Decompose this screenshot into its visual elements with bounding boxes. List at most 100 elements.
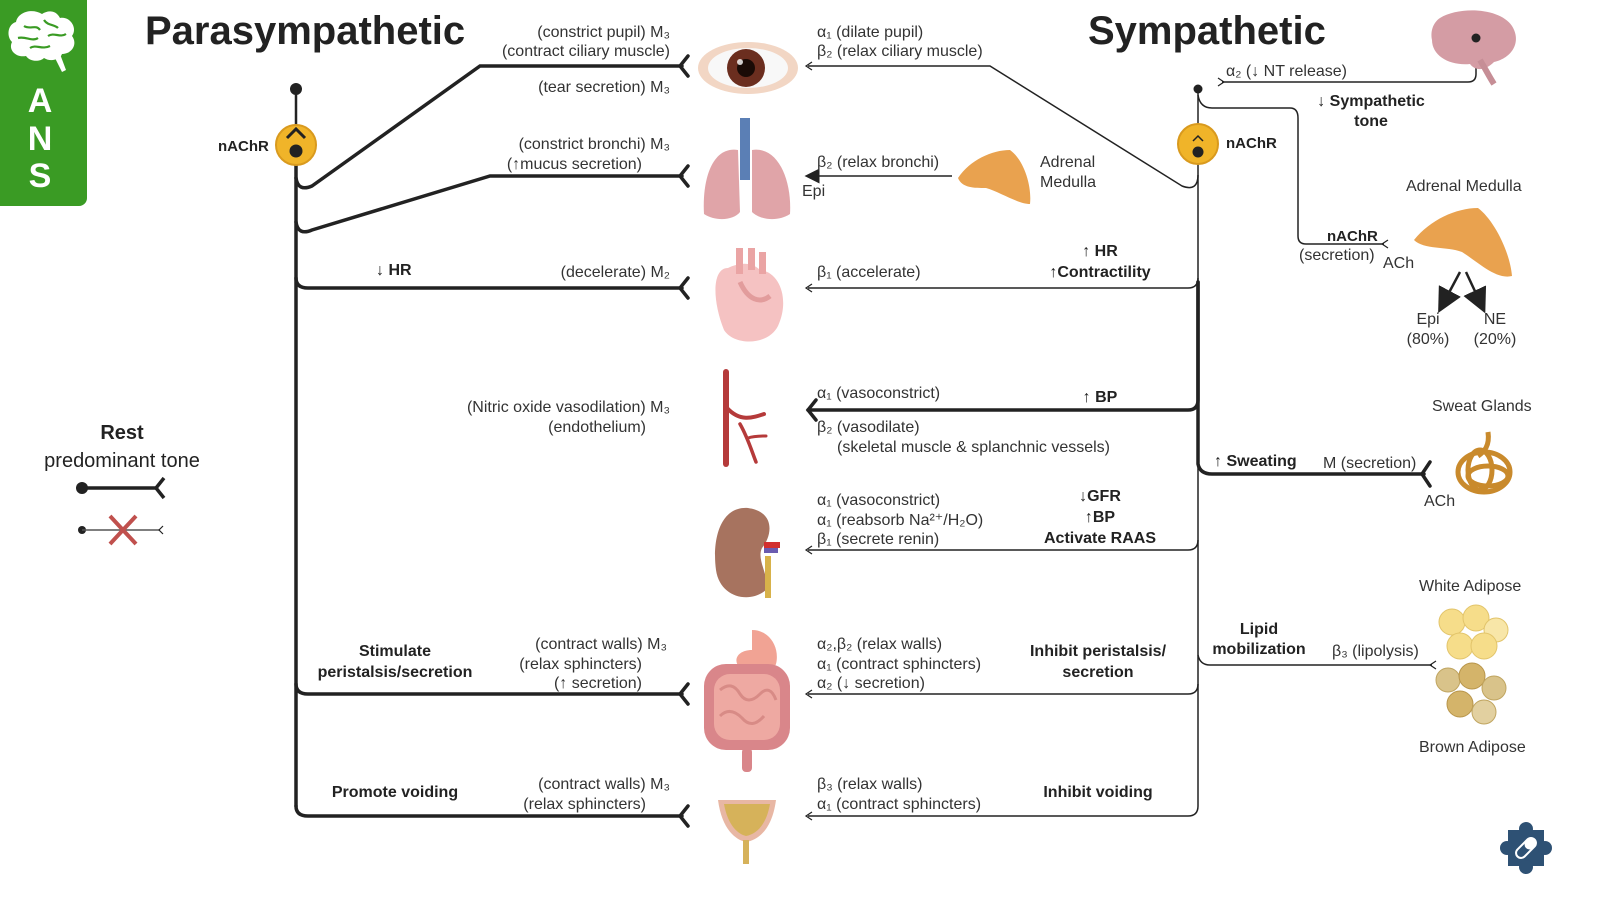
non-predominant-line bbox=[78, 514, 164, 546]
epi-release-arrow bbox=[1438, 271, 1462, 314]
adipose-receptor: β₃ (lipolysis) bbox=[1332, 643, 1419, 660]
brown-adipose-title: Brown Adipose bbox=[1419, 739, 1526, 756]
sweat-receptor: M (secretion) bbox=[1323, 455, 1417, 472]
adrenal-label-2: Medulla bbox=[1040, 174, 1097, 191]
adipose-illustration bbox=[1435, 604, 1509, 725]
gi-tract-illustration bbox=[704, 630, 790, 772]
gi-para-effect-1: Stimulate bbox=[358, 643, 431, 660]
adipose-effect-1: Lipid bbox=[1239, 621, 1279, 638]
eye-symp-receptor-1: α₁ (dilate pupil) bbox=[817, 24, 924, 41]
heart-illustration bbox=[715, 248, 784, 342]
eye-symp-receptor-2: β₂ (relax ciliary muscle) bbox=[817, 43, 983, 60]
eye-illustration bbox=[698, 42, 798, 94]
bladder-symp-effect: Inhibit voiding bbox=[1043, 784, 1153, 801]
blood-vessel-illustration bbox=[723, 369, 768, 467]
lungs-para-receptor-2: (↑mucus secretion) bbox=[506, 156, 642, 173]
ne-release-arrow bbox=[1463, 271, 1487, 314]
brain-icon bbox=[8, 11, 75, 72]
kidney-symp-receptor-2: α₁ (reabsorb Na²⁺/H₂O) bbox=[817, 512, 984, 529]
adrenal-epi-pct: (80%) bbox=[1406, 331, 1450, 348]
brain-effect-1: ↓ Sympathetic bbox=[1317, 93, 1425, 110]
nachr-receptor-icon bbox=[1177, 123, 1219, 165]
adrenal-ne-pct: (20%) bbox=[1473, 331, 1517, 348]
lungs-para-receptor-1: (constrict bronchi) M₃ bbox=[518, 136, 670, 153]
sweat-gland-illustration bbox=[1455, 431, 1513, 495]
para-nachr-label: nAChR bbox=[218, 138, 269, 155]
parasympathetic-pathway bbox=[294, 64, 684, 818]
kidney-symp-effect-1: ↓GFR bbox=[1079, 488, 1121, 505]
sympathetic-pathway bbox=[808, 38, 1477, 817]
bladder-para-effect: Promote voiding bbox=[331, 784, 459, 801]
heart-para-effect: ↓ HR bbox=[376, 262, 412, 279]
symp-ganglion bbox=[1177, 84, 1219, 165]
ans-badge: A N S bbox=[0, 0, 87, 206]
sweat-glands-title: Sweat Glands bbox=[1432, 398, 1532, 415]
brain-illustration bbox=[1431, 10, 1516, 86]
heart-symp-receptor: β₁ (accelerate) bbox=[817, 264, 921, 281]
eye-para-receptor-2: (contract ciliary muscle) bbox=[501, 43, 670, 60]
bladder-illustration bbox=[718, 800, 776, 864]
symp-nachr-label: nAChR bbox=[1226, 135, 1277, 152]
adrenal-secretion-label: (secretion) bbox=[1299, 247, 1375, 264]
puzzle-pill-icon bbox=[1500, 822, 1552, 874]
gi-para-receptor-3: (↑ secretion) bbox=[553, 675, 642, 692]
adrenal-medulla-title: Adrenal Medulla bbox=[1406, 178, 1522, 195]
para-receptor-ends bbox=[677, 54, 690, 828]
badge-letter-a: A bbox=[27, 82, 53, 120]
eye-para-receptor-3: (tear secretion) M₃ bbox=[538, 79, 670, 96]
sympathetic-title: Sympathetic bbox=[1088, 9, 1326, 53]
badge-letter-n: N bbox=[27, 120, 53, 158]
badge-letter-s: S bbox=[28, 157, 52, 195]
cross-icon bbox=[108, 514, 138, 546]
bladder-para-receptor-2: (relax sphincters) bbox=[523, 796, 646, 813]
kidney-illustration bbox=[715, 507, 780, 598]
bladder-symp-receptor-2: α₁ (contract sphincters) bbox=[817, 796, 982, 813]
adrenal-epi-label: Epi bbox=[1416, 311, 1440, 328]
brain-effect-2: tone bbox=[1354, 113, 1388, 130]
gi-symp-receptor-3: α₂ (↓ secretion) bbox=[817, 675, 925, 692]
gi-para-effect-2: peristalsis/secretion bbox=[317, 664, 473, 681]
symp-receptor-ends bbox=[804, 61, 1437, 821]
gi-symp-effect-2: secretion bbox=[1062, 664, 1134, 681]
heart-symp-effect-2: ↑Contractility bbox=[1049, 264, 1151, 281]
adrenal-nachr-label: nAChR bbox=[1327, 228, 1378, 245]
sympathetic-predominant bbox=[805, 280, 1432, 488]
adrenal-label-1: Adrenal bbox=[1040, 154, 1096, 171]
eye-para-receptor-1: (constrict pupil) M₃ bbox=[537, 24, 670, 41]
vessel-symp-receptor-3: (skeletal muscle & splanchnic vessels) bbox=[837, 439, 1110, 456]
gi-symp-effect-1: Inhibit peristalsis/ bbox=[1029, 643, 1167, 660]
adrenal-medulla-illustration bbox=[1414, 208, 1512, 277]
bladder-para-receptor-1: (contract walls) M₃ bbox=[538, 776, 670, 793]
heart-symp-effect-1: ↑ HR bbox=[1082, 243, 1118, 260]
lungs-epi-label: Epi bbox=[802, 183, 826, 200]
parasympathetic-title: Parasympathetic bbox=[145, 9, 466, 53]
legend-lines bbox=[76, 476, 166, 546]
vessel-symp-receptor-2: β₂ (vasodilate) bbox=[817, 419, 920, 436]
kidney-symp-effect-3: Activate RAAS bbox=[1043, 530, 1157, 547]
adrenal-ne-label: NE bbox=[1483, 311, 1507, 328]
gi-symp-receptor-2: α₁ (contract sphincters) bbox=[817, 656, 982, 673]
white-adipose-title: White Adipose bbox=[1419, 578, 1522, 595]
legend-title: Rest bbox=[100, 422, 144, 444]
gi-para-receptor-1: (contract walls) M₃ bbox=[535, 636, 667, 653]
lungs-illustration bbox=[703, 118, 791, 220]
vessel-para-receptor-2: (endothelium) bbox=[548, 419, 646, 436]
kidney-symp-receptor-1: α₁ (vasoconstrict) bbox=[817, 492, 941, 509]
vessel-para-receptor-1: (Nitric oxide vasodilation) M₃ bbox=[466, 399, 670, 416]
kidney-symp-effect-2: ↑BP bbox=[1084, 509, 1116, 526]
adrenal-gland-illustration bbox=[958, 150, 1031, 204]
kidney-symp-receptor-3: β₁ (secrete renin) bbox=[817, 531, 940, 548]
para-ganglion bbox=[275, 83, 317, 166]
bladder-symp-receptor-1: β₃ (relax walls) bbox=[817, 776, 923, 793]
legend-subtitle: predominant tone bbox=[44, 450, 200, 472]
brain-receptor: α₂ (↓ NT release) bbox=[1226, 63, 1347, 80]
sweat-ach-label: ACh bbox=[1424, 493, 1456, 510]
vessel-symp-effect: ↑ BP bbox=[1082, 389, 1118, 406]
gi-para-receptor-2: (relax sphincters) bbox=[519, 656, 642, 673]
heart-para-receptor: (decelerate) M₂ bbox=[560, 264, 670, 281]
vessel-symp-receptor-1: α₁ (vasoconstrict) bbox=[817, 385, 941, 402]
adipose-effect-2: mobilization bbox=[1212, 641, 1306, 658]
preganglionic-terminal bbox=[290, 83, 302, 95]
gi-symp-receptor-1: α₂,β₂ (relax walls) bbox=[817, 636, 943, 653]
